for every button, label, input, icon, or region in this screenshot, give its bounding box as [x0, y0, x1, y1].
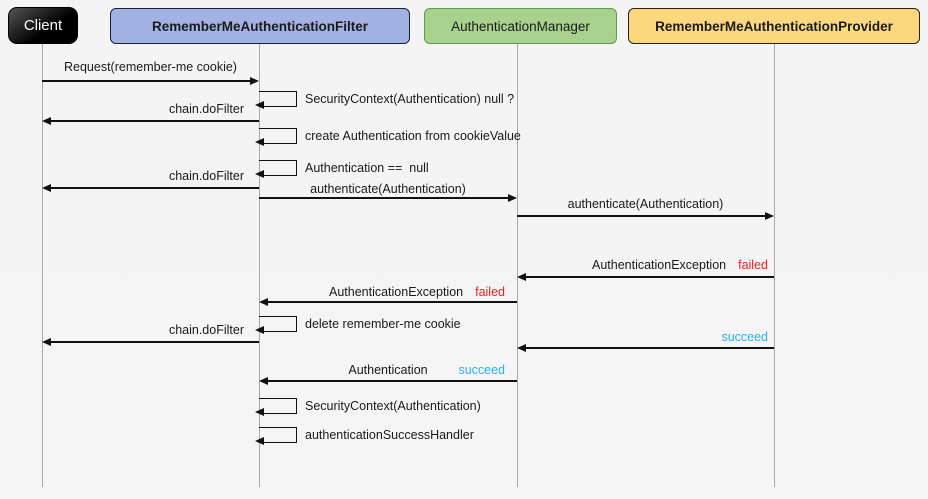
arrowhead-left-icon: [255, 138, 264, 146]
status-succeed: succeed: [458, 363, 505, 377]
arrowhead-left-icon: [42, 338, 51, 346]
message-label: Authentication: [348, 363, 428, 377]
actor-client-label: Client: [23, 17, 63, 34]
arrowhead-left-icon: [255, 326, 264, 334]
self-message-loop: [259, 160, 297, 176]
arrowhead-right-icon: [765, 212, 774, 220]
message-arrow-line: [517, 215, 765, 217]
status-succeed: succeed: [721, 330, 768, 344]
arrowhead-left-icon: [259, 298, 268, 306]
message-label: authenticate(Authentication): [567, 197, 724, 211]
self-message-loop: [259, 91, 297, 107]
arrowhead-right-icon: [250, 77, 259, 85]
message-arrow-line: [259, 197, 509, 199]
self-message-loop: [259, 316, 297, 332]
message-label: chain.doFilter: [168, 169, 244, 183]
status-failed: failed: [475, 285, 505, 299]
message-arrow-line: [525, 276, 774, 278]
message-label: AuthenticationException failed: [517, 257, 768, 273]
lifeline-manager: [517, 44, 518, 487]
message-label: Request(remember-me cookie): [64, 60, 237, 74]
actor-remembermeauthenticationprovider: RememberMeAuthenticationProvider: [628, 8, 920, 44]
message-label: authenticate(Authentication): [310, 182, 466, 196]
self-message-loop: [259, 398, 297, 414]
message-text: AuthenticationException: [591, 258, 727, 272]
status-failed: failed: [738, 258, 768, 272]
actor-manager-label: AuthenticationManager: [451, 18, 590, 34]
message-arrow-line: [50, 120, 259, 122]
message-arrow-line: [50, 341, 259, 343]
actor-authenticationmanager: AuthenticationManager: [424, 8, 617, 44]
message-arrow-line: [42, 80, 251, 82]
arrowhead-left-icon: [42, 184, 51, 192]
message-arrow-line: [267, 301, 517, 303]
self-message-loop: [259, 128, 297, 144]
actor-filter-label: RememberMeAuthenticationFilter: [151, 18, 369, 34]
lifeline-provider: [774, 44, 775, 487]
arrowhead-left-icon: [255, 408, 264, 416]
arrowhead-left-icon: [255, 101, 264, 109]
message-label: chain.doFilter: [168, 102, 244, 116]
self-message-loop: [259, 427, 297, 443]
message-label: chain.doFilter: [168, 323, 244, 337]
message-arrow-line: [267, 380, 517, 382]
message-arrow-line: [50, 187, 259, 189]
arrowhead-left-icon: [259, 377, 268, 385]
arrowhead-right-icon: [508, 194, 517, 202]
message-label: AuthenticationException failed: [259, 284, 505, 300]
message-label: SecurityContext(Authentication) null ?: [305, 92, 515, 106]
lifeline-client: [42, 44, 43, 487]
arrowhead-left-icon: [255, 437, 264, 445]
actor-remembermeauthenticationfilter: RememberMeAuthenticationFilter: [110, 8, 410, 44]
arrowhead-left-icon: [517, 273, 526, 281]
arrowhead-left-icon: [517, 344, 526, 352]
lifeline-filter: [259, 44, 260, 487]
actor-client: Client: [8, 7, 78, 44]
message-label: SecurityContext(Authentication): [305, 399, 481, 413]
actor-provider-label: RememberMeAuthenticationProvider: [655, 18, 893, 34]
arrowhead-left-icon: [255, 170, 264, 178]
message-label: Authentication == null: [305, 161, 429, 175]
message-label: succeed: [517, 329, 768, 345]
message-arrow-line: [525, 347, 774, 349]
message-label: create Authentication from cookieValue: [305, 129, 521, 143]
message-text: AuthenticationException: [328, 285, 464, 299]
message-label: delete remember-me cookie: [305, 317, 461, 331]
message-label: succeed: [259, 362, 505, 378]
message-label: authenticationSuccessHandler: [305, 428, 474, 442]
arrowhead-left-icon: [42, 117, 51, 125]
